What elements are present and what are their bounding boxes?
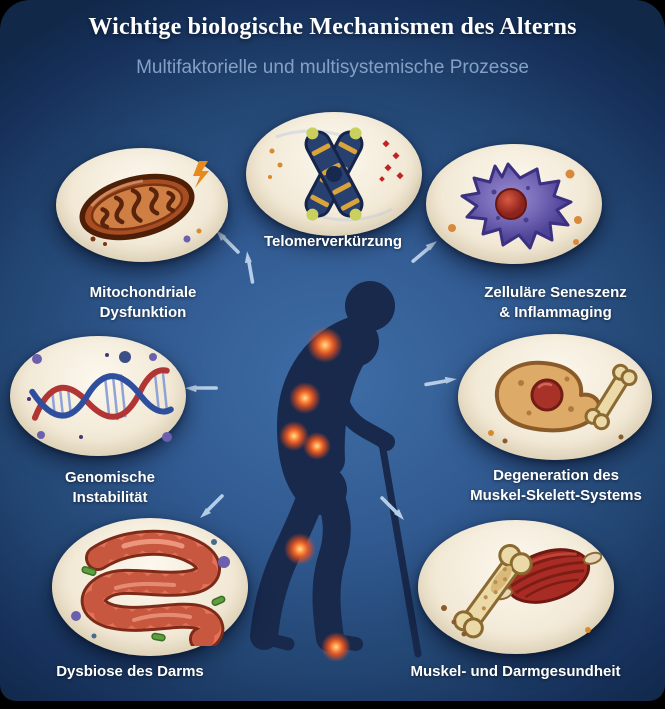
bone-cross-section-icon [453, 544, 533, 639]
node-label-mitochondria: Mitochondriale Dysfunktion [89, 284, 197, 322]
page-title: Wichtige biologische Mechanismen des Alt… [88, 14, 577, 40]
arrow-to-genomic-instability-icon [177, 363, 228, 414]
arrow-to-mitochondria-icon [210, 224, 246, 260]
node-label-musculoskeletal: Degeneration des Muskel-Skelett-Systems [470, 467, 642, 505]
bone-and-muscle-icon [441, 544, 602, 639]
node-oval-genomic-instability [10, 336, 186, 456]
arrow-to-senescence-icon [404, 232, 443, 271]
dna-damage-specks [379, 140, 404, 182]
node-label-telomere: Telomerverkürzung [263, 233, 403, 250]
elderly-man-with-cane-silhouette [250, 281, 422, 662]
senescent-cell-icon [448, 162, 582, 250]
bone-cell-icon [488, 360, 638, 444]
mitochondrion-icon [79, 161, 209, 246]
node-label-senescence: Zelluläre Seneszenz & Inflammaging [484, 284, 627, 322]
arrow-to-muscle-gut-health-icon [374, 490, 410, 526]
inflammation-glow-points [279, 327, 351, 662]
node-oval-gut-dysbiosis [52, 518, 248, 656]
node-oval-senescence [426, 144, 602, 264]
node-oval-telomere [246, 112, 422, 236]
page-subtitle: Multifaktorielle und multisystemische Pr… [136, 57, 529, 78]
chromosome-telomere-icon [268, 127, 404, 222]
node-oval-musculoskeletal [458, 334, 652, 460]
arrow-to-musculoskeletal-icon [415, 357, 465, 407]
dna-helix-icon [27, 351, 174, 442]
node-label-muscle-gut-health: Muskel- und Darmgesundheit [410, 663, 621, 680]
arrow-to-gut-dysbiosis-icon [194, 488, 230, 524]
node-oval-mitochondria [56, 148, 228, 262]
arrow-to-telomere-icon [225, 243, 275, 293]
microbe-icons [71, 539, 230, 642]
lightning-icon [193, 161, 209, 188]
node-oval-muscle-gut-health [418, 520, 614, 654]
intestine-icon [71, 529, 230, 646]
node-label-gut-dysbiosis: Dysbiose des Darms [56, 663, 204, 680]
node-label-genomic-instability: Genomische Instabilität [64, 469, 156, 507]
